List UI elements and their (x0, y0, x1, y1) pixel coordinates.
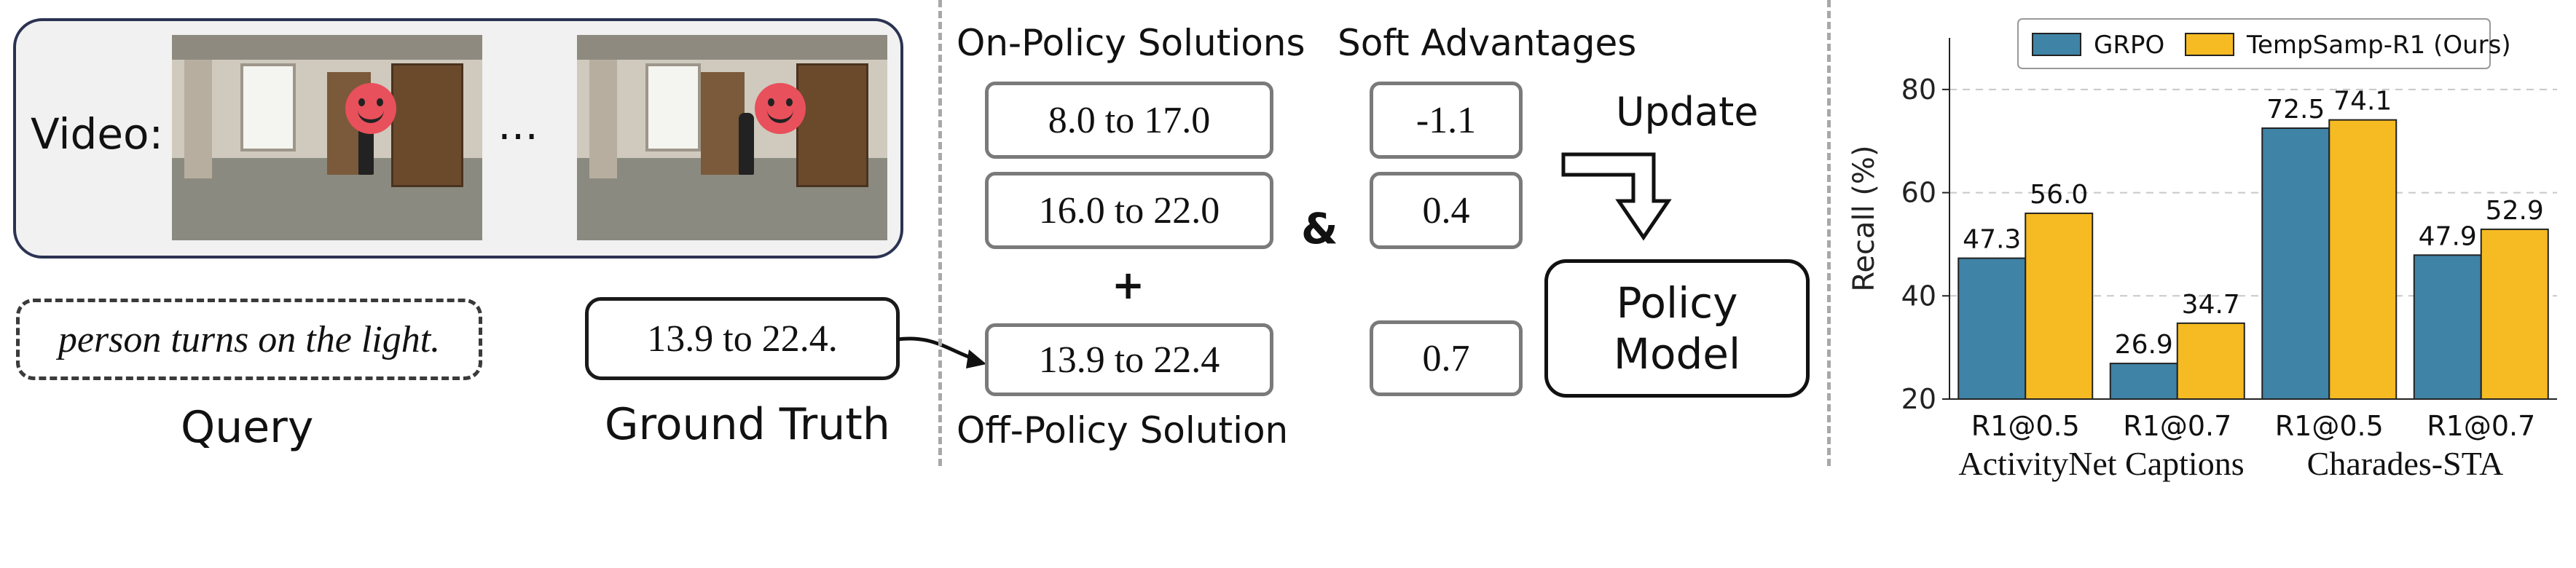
advantage-box-2: 0.4 (1370, 172, 1523, 249)
legend-label: GRPO (2094, 31, 2164, 60)
ground-truth-value: 13.9 to 22.4. (647, 317, 838, 360)
ampersand: & (1301, 204, 1338, 253)
bar-value-label: 47.3 (1963, 225, 2021, 255)
face-blur-icon (755, 83, 806, 134)
policy-model-box: Policy Model (1544, 259, 1810, 398)
bar (2328, 119, 2398, 400)
update-label: Update (1616, 89, 1759, 135)
bar-value-label: 47.9 (2419, 221, 2477, 251)
solution-box-2: 16.0 to 22.0 (985, 172, 1273, 249)
update-arrow-icon (1561, 152, 1672, 241)
bar-value-label: 52.9 (2486, 196, 2544, 226)
video-frame-last (577, 35, 887, 240)
gt-to-off-policy-arrow (897, 336, 986, 368)
bar (2025, 212, 2094, 400)
query-text: person turns on the light. (58, 318, 441, 360)
ground-truth-box: 13.9 to 22.4. (585, 297, 900, 380)
off-policy-solution-box: 13.9 to 22.4 (985, 323, 1273, 396)
plus-sign: + (1112, 262, 1145, 308)
solution-value: 16.0 to 22.0 (1038, 189, 1220, 232)
separator-right (1827, 0, 1831, 466)
video-frame-first (172, 35, 482, 240)
legend-swatch (2032, 33, 2081, 56)
query-box: person turns on the light. (16, 299, 482, 380)
ground-truth-caption: Ground Truth (605, 399, 890, 450)
legend-swatch (2185, 33, 2234, 56)
group-label: Charades-STA (2307, 445, 2504, 482)
bar-value-label: 26.9 (2115, 330, 2173, 360)
video-label: Video: (31, 109, 164, 159)
solution-value: 8.0 to 17.0 (1048, 99, 1211, 141)
policy-model-line2: Model (1613, 329, 1741, 379)
face-blur-icon (345, 83, 396, 134)
bar (2413, 254, 2482, 400)
bar (2480, 228, 2549, 400)
legend-label: TempSamp-R1 (Ours) (2246, 31, 2511, 60)
solution-box-1: 8.0 to 17.0 (985, 82, 1273, 159)
y-tick-label: 80 (1901, 74, 1936, 106)
x-tick-label: R1@0.7 (2123, 410, 2231, 442)
query-caption: Query (181, 402, 314, 453)
group-label: ActivityNet Captions (1958, 445, 2244, 482)
soft-advantages-title: Soft Advantages (1338, 22, 1637, 64)
x-tick-label: R1@0.5 (2275, 410, 2384, 442)
bar (2261, 127, 2330, 400)
advantage-value: -1.1 (1415, 99, 1477, 141)
y-tick-label: 60 (1901, 177, 1936, 209)
separator-left (938, 0, 942, 466)
advantage-box-3: 0.7 (1370, 320, 1523, 396)
bar-value-label: 72.5 (2266, 95, 2325, 125)
bar-value-label: 56.0 (2030, 180, 2088, 210)
bar-value-label: 74.1 (2333, 87, 2392, 117)
bar (1957, 257, 2027, 400)
on-policy-title: On-Policy Solutions (957, 22, 1305, 64)
bar (2176, 322, 2245, 400)
legend-box (2017, 18, 2491, 69)
y-axis-label: Recall (%) (1847, 145, 1881, 291)
ellipsis: … (498, 102, 538, 149)
bar (2109, 363, 2178, 401)
solution-value: 13.9 to 22.4 (1038, 339, 1220, 381)
advantage-value: 0.4 (1422, 189, 1470, 232)
y-tick-label: 40 (1901, 280, 1936, 312)
advantage-value: 0.7 (1422, 337, 1470, 379)
y-tick-label: 20 (1901, 383, 1936, 415)
bar-value-label: 34.7 (2182, 290, 2240, 320)
x-tick-label: R1@0.7 (2427, 410, 2535, 442)
x-tick-label: R1@0.5 (1971, 410, 2080, 442)
advantage-box-1: -1.1 (1370, 82, 1523, 159)
policy-model-line1: Policy (1616, 278, 1738, 328)
off-policy-title: Off-Policy Solution (957, 409, 1289, 451)
